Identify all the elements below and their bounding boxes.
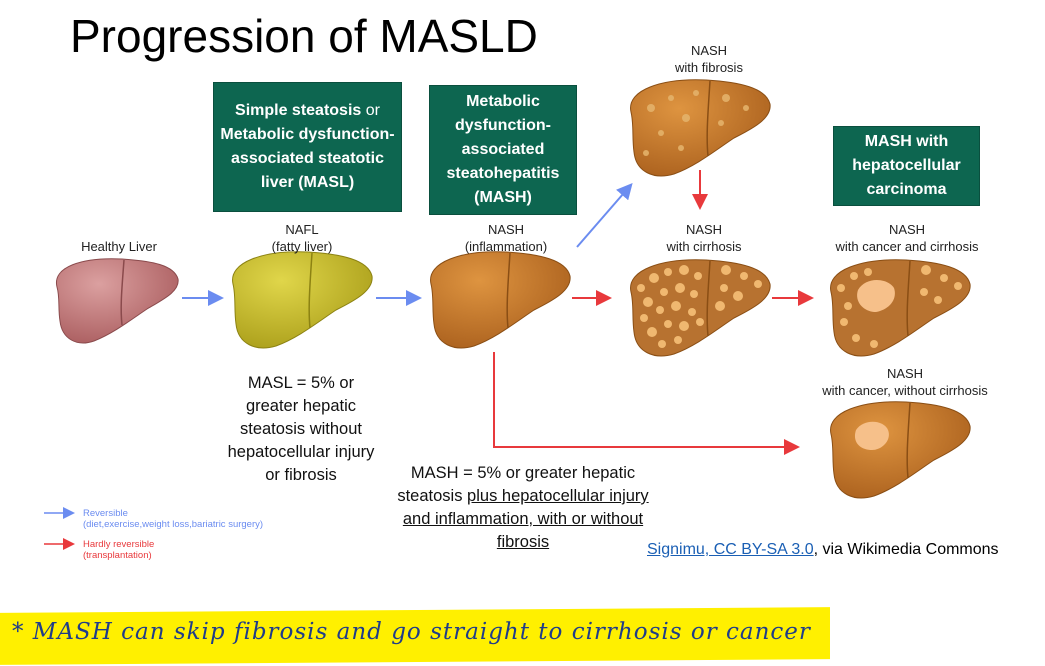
masl-definition: MASL = 5% or greater hepatic steatosis w… <box>227 374 375 484</box>
label-nash-fibrosis-line2: with fibrosis <box>675 60 743 75</box>
label-nash-cirrhosis: NASH with cirrhosis <box>646 221 762 255</box>
label-nafl: NAFL (fatty liver) <box>250 221 354 255</box>
mash-definition-plain: MASH = 5% or greater hepatic steatosis <box>397 464 636 505</box>
label-nash-cirrhosis-line1: NASH <box>685 222 723 237</box>
label-nash-inflammation: NASH (inflammation) <box>446 221 566 255</box>
handwritten-note: * MASH can skip fibrosis and go straight… <box>12 619 811 645</box>
label-nash-cancer-cirrhosis-line2: with cancer and cirrhosis <box>835 239 979 254</box>
mash-hcc-box: MASH with hepatocellular carcinoma <box>833 126 980 206</box>
label-nash-cancer-cirrhosis: NASH with cancer and cirrhosis <box>812 221 1002 255</box>
liver-fatty-icon <box>232 251 373 349</box>
liver-nash-fibrosis-icon <box>630 79 771 177</box>
mash-hcc-box-text: MASH with hepatocellular carcinoma <box>852 133 961 198</box>
mash-box: Metabolic dysfunction-associated steatoh… <box>429 85 577 215</box>
label-nash-cancer-no-cirrhosis: NASH with cancer, without cirrhosis <box>800 365 1010 399</box>
label-healthy-liver: Healthy Liver <box>81 239 157 254</box>
image-credit: Signimu, CC BY-SA 3.0, via Wikimedia Com… <box>647 540 999 560</box>
mash-definition-underlined: plus hepatocellular injury and inflammat… <box>402 487 649 551</box>
label-nash-fibrosis-line1: NASH <box>690 43 728 58</box>
label-nash-cancer-no-cirrhosis-line2: with cancer, without cirrhosis <box>822 383 988 398</box>
legend-reversible: Reversible (diet,exercise,weight loss,ba… <box>83 508 263 530</box>
label-nash-cancer-cirrhosis-line1: NASH <box>888 222 926 237</box>
label-nash-fibrosis: NASH with fibrosis <box>654 42 764 76</box>
masl-box-rest: Metabolic dysfunction-associated steatot… <box>220 126 395 191</box>
credit-rest: , via Wikimedia Commons <box>813 541 999 558</box>
arrow-nash-to-fibrosis <box>576 182 633 248</box>
liver-healthy-icon <box>56 258 179 344</box>
label-nafl-line2: (fatty liver) <box>271 239 333 254</box>
mash-definition: MASH = 5% or greater hepatic steatosis p… <box>397 462 649 554</box>
legend-hardly-line2: (transplantation) <box>83 550 152 561</box>
label-nash-inflammation-line1: NASH <box>487 222 525 237</box>
liver-nash-cancer-no-cirrhosis-icon <box>830 401 971 499</box>
credit-link[interactable]: Signimu, CC BY-SA 3.0 <box>647 541 814 558</box>
liver-nash-inflammation-icon <box>430 251 571 349</box>
label-nash-cancer-no-cirrhosis-line1: NASH <box>886 366 924 381</box>
label-nash-inflammation-line2: (inflammation) <box>464 239 548 254</box>
masl-box-or: or <box>361 102 380 119</box>
legend-reversible-line1: Reversible <box>83 508 128 519</box>
masl-box: Simple steatosis or Metabolic dysfunctio… <box>213 82 402 212</box>
arrow-nash-to-cancer-direct <box>493 352 800 455</box>
legend-hardly-reversible: Hardly reversible (transplantation) <box>83 539 154 561</box>
label-nafl-line1: NAFL <box>285 222 319 237</box>
legend-hardly-line1: Hardly reversible <box>83 539 155 550</box>
liver-nash-cancer-cirrhosis-icon <box>830 259 971 357</box>
label-nash-cirrhosis-line2: with cirrhosis <box>666 239 742 254</box>
masl-box-lead: Simple steatosis <box>235 102 362 119</box>
mash-box-text: Metabolic dysfunction-associated steatoh… <box>446 93 560 206</box>
page-title: Progression of MASLD <box>70 10 538 62</box>
legend-reversible-line2: (diet,exercise,weight loss,bariatric sur… <box>83 519 264 530</box>
liver-nash-cirrhosis-icon <box>630 259 771 357</box>
